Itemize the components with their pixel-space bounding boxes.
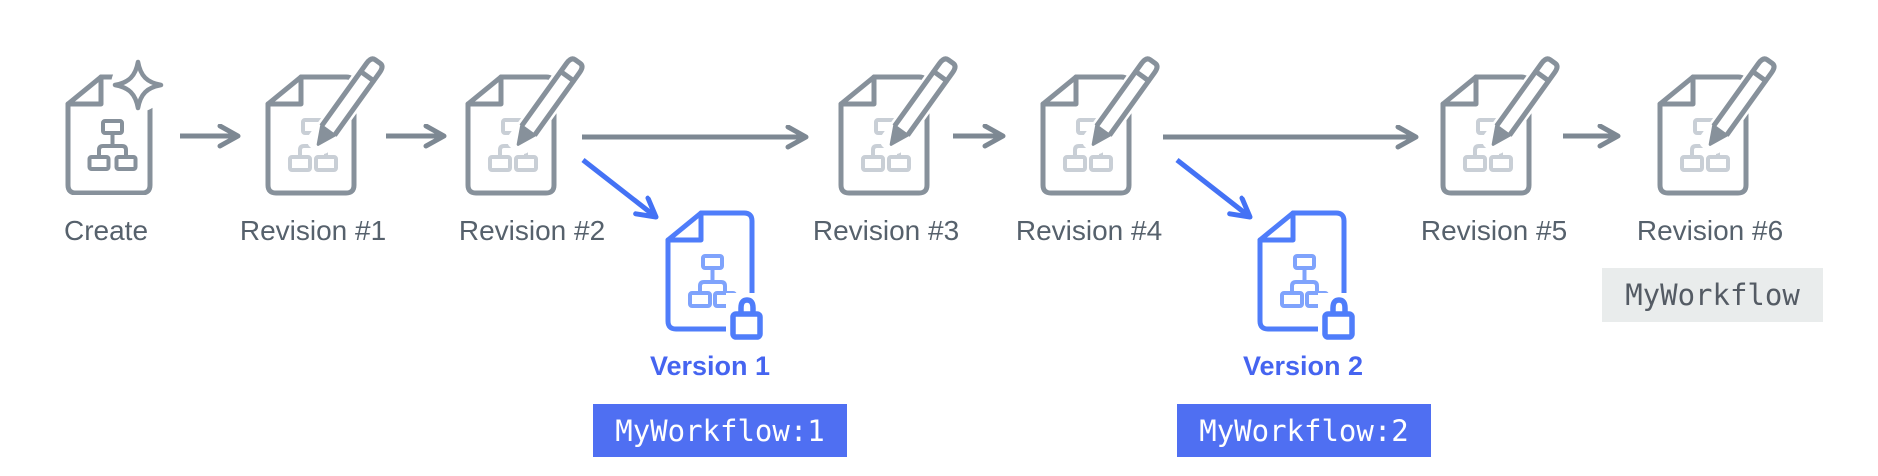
version1-label: Version 1	[649, 351, 771, 381]
version1-arn-badge: MyWorkflow:1	[593, 404, 847, 457]
create-label: Create	[63, 215, 149, 246]
arrow-revision4-to-version2	[1175, 158, 1250, 217]
revision2-label: Revision #2	[458, 215, 606, 246]
revision4-document-icon	[1031, 49, 1161, 199]
create-document-icon	[55, 45, 175, 195]
revision6-label: Revision #6	[1636, 215, 1784, 246]
version2-label: Version 2	[1242, 351, 1364, 381]
revision5-label: Revision #5	[1420, 215, 1568, 246]
revision3-document-icon	[829, 49, 959, 199]
revision1-document-icon	[256, 49, 386, 199]
arrow-revision2-to-version1	[581, 158, 656, 217]
revision4-label: Revision #4	[1015, 215, 1163, 246]
revision2-document-icon	[456, 49, 586, 199]
revision1-label: Revision #1	[239, 215, 387, 246]
version2-arn-badge: MyWorkflow:2	[1177, 404, 1431, 457]
revision6-document-icon	[1648, 49, 1778, 199]
revision5-document-icon	[1431, 49, 1561, 199]
version2-document-icon	[1247, 200, 1377, 345]
revision3-label: Revision #3	[812, 215, 960, 246]
workflow-name-badge: MyWorkflow	[1602, 268, 1823, 322]
